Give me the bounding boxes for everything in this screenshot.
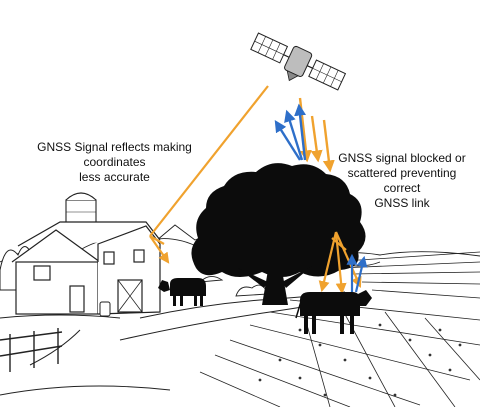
bushes [198, 276, 269, 297]
blocked-caption: GNSS signal blocked or scattered prevent… [338, 151, 466, 210]
cow-under-tree [295, 290, 372, 334]
reflected-signal-path [149, 85, 269, 264]
ground [0, 314, 171, 396]
fence [0, 328, 63, 372]
satellite-icon [250, 32, 347, 91]
oak-tree [191, 163, 366, 305]
reflection-caption: GNSS Signal reflects making coordinates … [37, 140, 192, 184]
blocked-signal-arrows [274, 97, 335, 173]
barrel [99, 301, 111, 317]
scattered-signal-arrows [318, 231, 368, 295]
cow-near-barn [158, 278, 206, 306]
barn [11, 221, 161, 315]
crop-texture [258, 323, 462, 397]
